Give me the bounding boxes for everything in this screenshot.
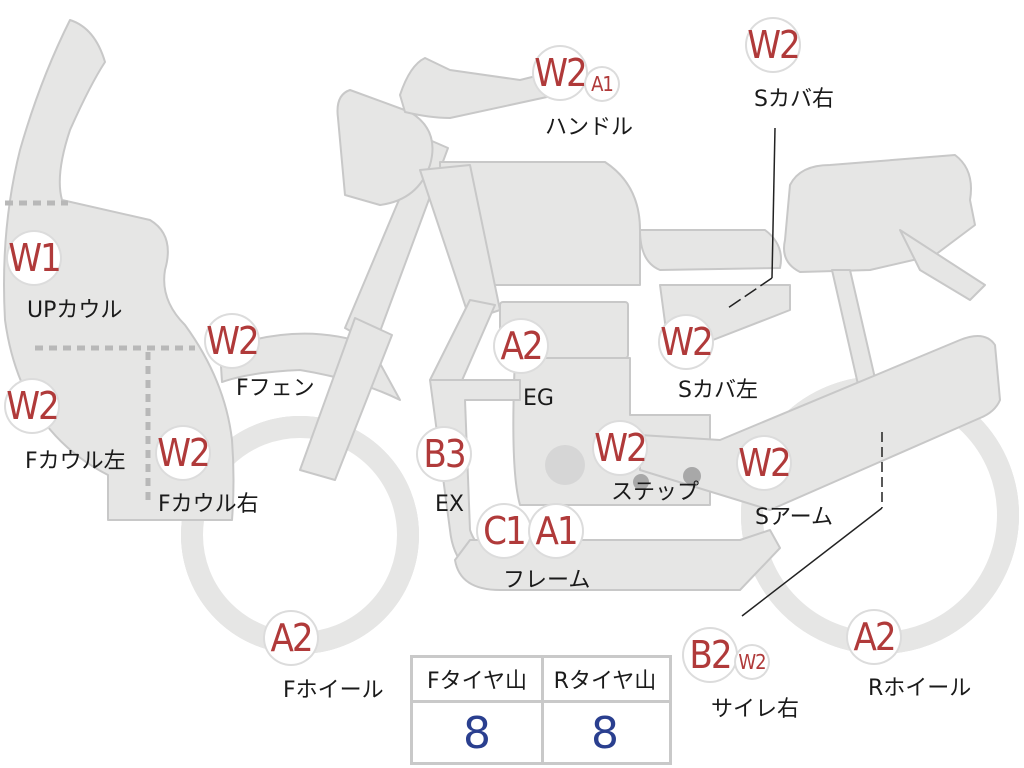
front-cowl-shape [3,19,235,521]
exhaust-grade: B3 [418,428,470,480]
tire-depth-table: Fタイヤ山 Rタイヤ山 8 8 [410,655,672,765]
frame-label: フレーム [503,568,591,593]
step-peg-2 [683,467,701,485]
handle-grade-secondary: A1 [586,68,618,100]
f-wheel-grade: A2 [265,612,317,664]
f-fender-grade: W2 [206,315,260,367]
leader-side-cover-right [771,127,776,279]
f-cowl-left-label: Fカウル左 [25,449,126,474]
seat-rear [783,154,976,273]
engine-cover [545,445,585,485]
swing-arm-label: Sアーム [755,505,833,530]
leader-side-cover-right-b [724,277,773,311]
engine-label: EG [523,386,554,411]
swing-arm-grade: W2 [738,437,792,489]
front-tire-value: 8 [463,707,491,759]
silencer-right-grade: B2 [684,629,736,681]
fork-lower [299,317,393,481]
step-label: ステップ [611,480,700,505]
frame-down [429,299,496,386]
r-wheel-label: Rホイール [868,676,972,701]
rear-tire-value: 8 [591,707,619,759]
side-cover-left-label: Sカバ左 [678,378,758,403]
step-peg-1 [633,474,649,490]
side-cover-right-grade: W2 [747,19,801,71]
silencer-right-grade-secondary: W2 [736,646,768,678]
r-wheel-grade: A2 [848,611,900,663]
exhaust-label: EX [435,492,464,517]
f-wheel-label: Fホイール [283,678,384,703]
f-cowl-right-label: Fカウル右 [158,492,259,517]
frame-grade-secondary: A1 [530,505,582,557]
table-divider-vertical [541,658,544,762]
swing-arm [639,335,1001,511]
tail-shape [899,229,986,301]
headlight-shape [336,89,434,206]
side-cover-left-grade: W2 [660,316,714,368]
f-cowl-right-grade: W2 [157,427,211,479]
leader-silencer-b [741,507,883,617]
engine-grade: A2 [495,320,547,372]
up-cowl-label: UPカウル [27,298,123,323]
side-cover-right-label: Sカバ右 [754,87,834,112]
frame-grade: C1 [478,505,530,557]
silencer-right-label: サイレ右 [711,697,800,722]
handle-grade: W2 [534,47,588,99]
front-tire-header: Fタイヤ山 [427,669,527,694]
f-cowl-left-grade: W2 [6,380,60,432]
f-fender-label: Fフェン [236,376,315,401]
seat-front [639,229,782,271]
step-grade: W2 [594,422,648,474]
rear-tire-header: Rタイヤ山 [553,669,657,694]
handle-label: ハンドル [545,115,634,140]
up-cowl-grade: W1 [8,232,62,284]
